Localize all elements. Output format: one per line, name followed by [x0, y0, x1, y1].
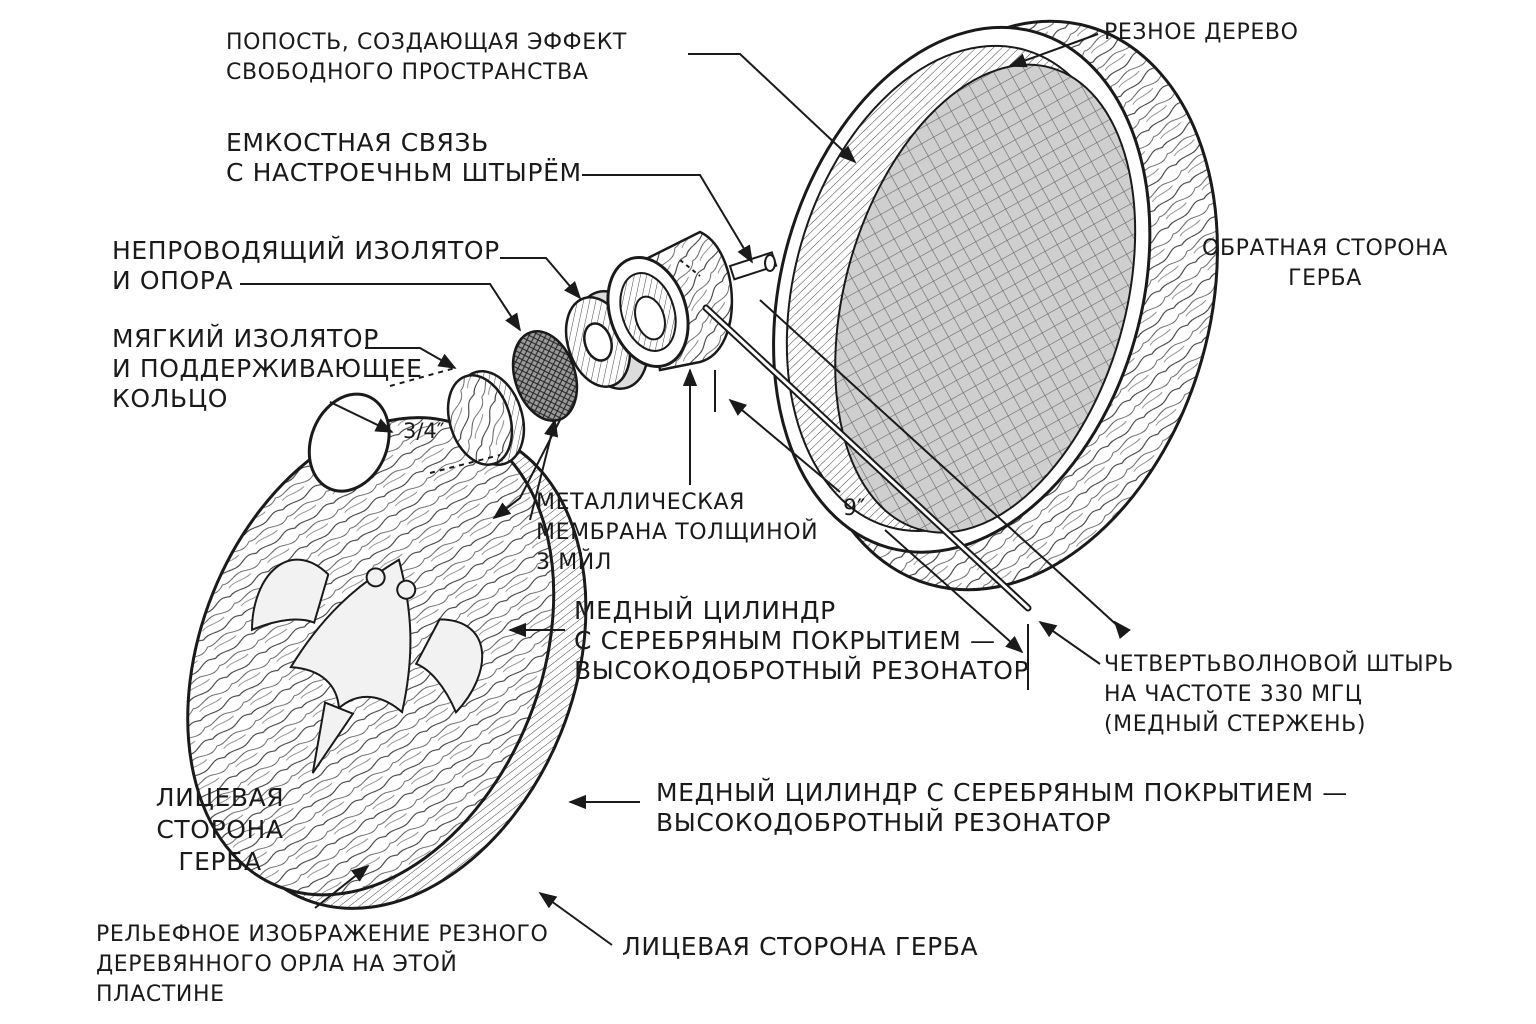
label-capacitive: ЕМКОСТНАЯ СВЯЗЬ С НАСТРОЕЧНЬМ ШТЫРЁМ: [226, 128, 582, 187]
soft-insulator-ring: [446, 370, 526, 466]
dim-large: 9″: [843, 496, 865, 521]
label-front-side-2: ЛИЦЕВАЯ СТОРОНА ГЕРБА: [622, 932, 979, 961]
label-cylinder-2: МЕДНЫЙ ЦИЛИНДР С СЕРЕБРЯНЫМ ПОКРЫТИЕМ — …: [656, 778, 1348, 837]
label-soft-insulator: МЯГКИЙ ИЗОЛЯТОР И ПОДДЕРЖИВАЮЩЕЕ КОЛЬЦО: [112, 324, 423, 413]
cylinder-resonator: [606, 230, 778, 372]
label-cavity: ПОПОСТЬ, СОЗДАЮЩАЯ ЭФФЕКТ СВОБОДНОГО ПРО…: [226, 30, 627, 85]
label-front-side: ЛИЦЕВАЯ СТОРОНА ГЕРБА: [155, 783, 285, 876]
label-quarter-wave: ЧЕТВЕРТЬВОЛНОВОЙ ШТЫРЬ НА ЧАСТОТЕ 330 МГ…: [1104, 652, 1454, 737]
back-ring: [772, 19, 1219, 592]
label-cylinder-1: МЕДНЫЙ ЦИЛИНДР С СЕРЕБРЯНЫМ ПОКРЫТИЕМ — …: [574, 596, 1030, 685]
label-carved-wood: РЕЗНОЕ ДЕРЕВО: [1104, 20, 1299, 45]
quarter-wave-rod: [702, 304, 1032, 612]
front-disc: [186, 392, 588, 910]
label-membrane: МЕТАЛЛИЧЕСКАЯ МЕМБРАНА ТОЛЩИНОЙ 3 МЙЛ: [536, 490, 819, 575]
label-relief: РЕЛЬЕФНОЕ ИЗОБРАЖЕНИЕ РЕЗНОГО ДЕРЕВЯННОГ…: [96, 922, 549, 1007]
dim-small: 3/4″: [403, 419, 445, 443]
label-back-side: ОБРАТНАЯ СТОРОНА ГЕРБА: [1202, 236, 1448, 291]
label-insulator: НЕПРОВОДЯЩИЙ ИЗОЛЯТОР И ОПОРА: [112, 236, 500, 295]
